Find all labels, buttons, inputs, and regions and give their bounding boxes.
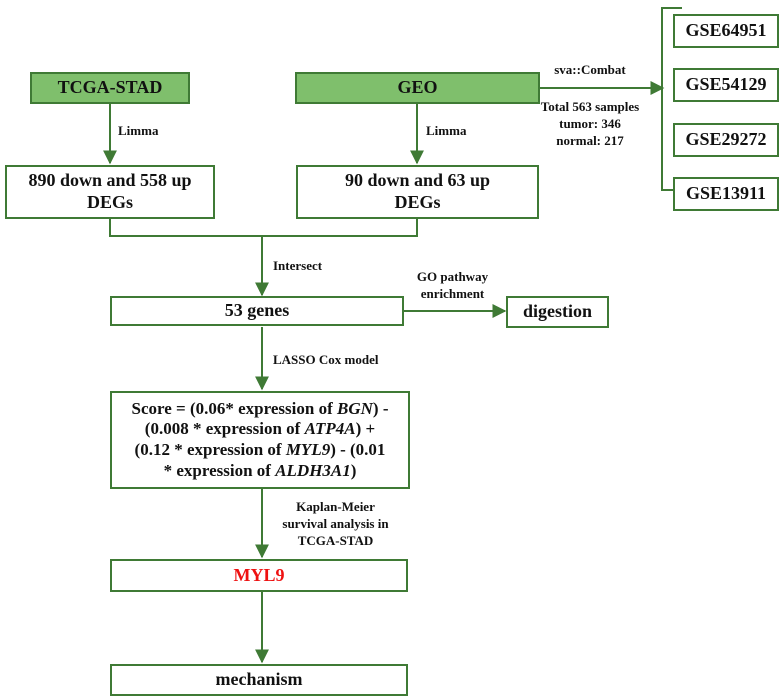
- digestion-label: digestion: [522, 301, 592, 322]
- gene-atp4a: ATP4A: [304, 419, 356, 439]
- tcga-stad-box: TCGA-STAD: [30, 72, 190, 104]
- gse-label-1: GSE64951: [685, 20, 767, 41]
- myl9-label: MYL9: [233, 564, 285, 585]
- score-line-1: Score = (0.06* expression of BGN) -: [131, 398, 389, 418]
- genes-box: 53 genes: [110, 296, 404, 326]
- geo-degs-line1: 90 down and 63 up: [344, 170, 491, 191]
- tcga-degs-line1: 890 down and 558 up: [28, 170, 192, 191]
- mechanism-label: mechanism: [215, 669, 303, 690]
- tcga-stad-label: TCGA-STAD: [57, 77, 163, 98]
- gse-label-3: GSE29272: [685, 129, 767, 150]
- gse-box-2: GSE54129: [673, 68, 779, 102]
- gse-label-4: GSE13911: [685, 183, 767, 204]
- samples-tumor-label: tumor: 346: [559, 116, 621, 131]
- gse-box-1: GSE64951: [673, 14, 779, 48]
- geo-degs-box: 90 down and 63 up DEGs: [296, 165, 539, 219]
- km-label-2: survival analysis in: [282, 516, 389, 531]
- sva-combat-label: sva::Combat: [554, 62, 626, 77]
- score-formula-box: Score = (0.06* expression of BGN) - (0.0…: [110, 391, 410, 489]
- geo-box: GEO: [295, 72, 540, 104]
- gse-box-3: GSE29272: [673, 123, 779, 157]
- limma-right-label: Limma: [426, 123, 467, 138]
- go-pathway-label-2: enrichment: [420, 286, 485, 301]
- intersect-join: [109, 218, 418, 237]
- geo-label: GEO: [397, 77, 438, 98]
- limma-left-label: Limma: [118, 123, 159, 138]
- km-label-3: TCGA-STAD: [297, 533, 374, 548]
- gse-label-2: GSE54129: [685, 74, 767, 95]
- score-line-2: (0.008 * expression of ATP4A) +: [144, 419, 376, 439]
- digestion-box: digestion: [506, 296, 609, 328]
- gene-bgn: BGN: [337, 398, 373, 418]
- samples-total-label: Total 563 samples: [540, 99, 640, 114]
- samples-normal-label: normal: 217: [556, 133, 624, 148]
- gse-bracket: [661, 7, 682, 191]
- km-label-1: Kaplan-Meier: [296, 499, 375, 514]
- tcga-degs-line2: DEGs: [86, 192, 133, 212]
- tcga-degs-box: 890 down and 558 up DEGs: [5, 165, 215, 219]
- go-pathway-label-1: GO pathway: [416, 269, 489, 284]
- gse-box-4: GSE13911: [673, 177, 779, 211]
- score-line-3: (0.12 * expression of MYL9) - (0.01: [134, 440, 386, 459]
- myl9-box: MYL9: [110, 559, 408, 592]
- genes-label: 53 genes: [224, 300, 290, 321]
- geo-degs-line2: DEGs: [394, 192, 441, 212]
- mechanism-box: mechanism: [110, 664, 408, 696]
- gene-aldh3a1: ALDH3A1: [275, 460, 351, 480]
- lasso-label: LASSO Cox model: [273, 352, 379, 367]
- gene-myl9: MYL9: [285, 440, 331, 459]
- intersect-label: Intersect: [273, 258, 323, 273]
- score-line-4: * expression of ALDH3A1): [163, 460, 357, 480]
